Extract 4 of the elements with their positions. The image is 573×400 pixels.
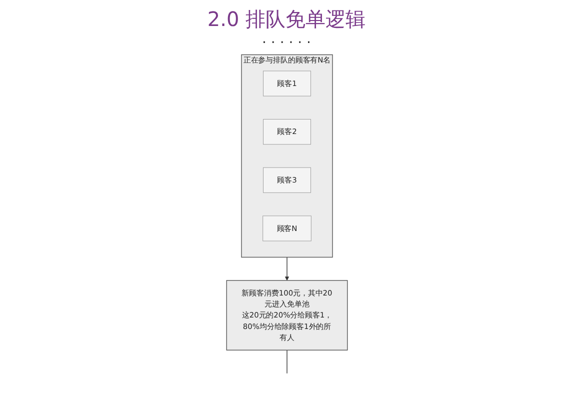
diagram-title: 2.0 排队免单逻辑 [206,6,367,33]
arrow [284,256,289,281]
connector [286,350,287,374]
ellipsis-note: · · · · · · [262,35,311,51]
